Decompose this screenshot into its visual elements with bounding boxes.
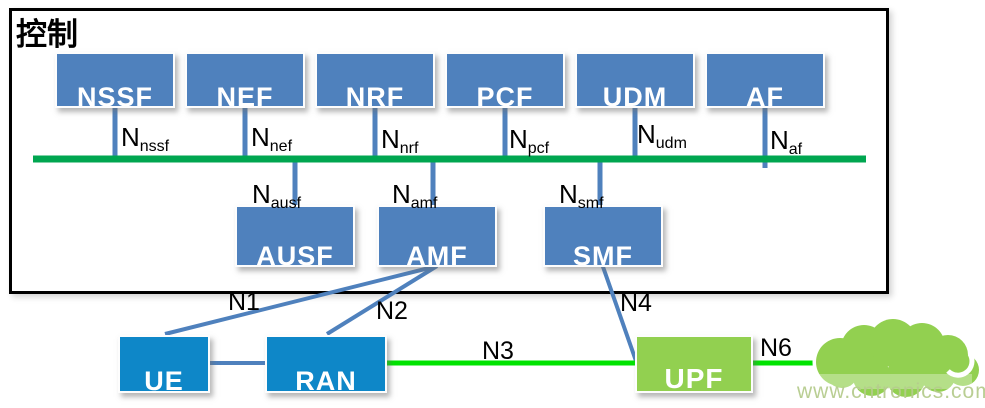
node-label: AUSF xyxy=(256,241,334,267)
node-pcf: PCF xyxy=(445,52,565,108)
node-ran: RAN xyxy=(265,335,387,393)
iface-label-amf: Namf xyxy=(392,179,438,212)
node-label: PCF xyxy=(476,82,534,108)
node-ue: UE xyxy=(118,335,210,393)
link-label-n6: N6 xyxy=(760,334,792,362)
node-smf: SMF xyxy=(543,205,663,267)
node-label: UPF xyxy=(664,363,724,393)
node-af: AF xyxy=(705,52,825,108)
link-label-n4: N4 xyxy=(620,289,652,317)
iface-label-af: Naf xyxy=(770,125,803,158)
iface-label-ausf: Nausf xyxy=(252,179,302,212)
node-label: NSSF xyxy=(76,82,153,108)
node-upf: UPF xyxy=(635,335,753,393)
node-label: SMF xyxy=(573,241,633,267)
node-label: NEF xyxy=(216,82,274,108)
node-nef: NEF xyxy=(185,52,305,108)
iface-label-udm: Nudm xyxy=(637,119,687,152)
node-label: NRF xyxy=(345,82,405,108)
iface-label-pcf: Npcf xyxy=(509,124,550,157)
node-amf: AMF xyxy=(377,205,497,267)
node-label: AMF xyxy=(406,241,468,267)
node-label: AF xyxy=(746,82,784,108)
iface-label-smf: Nsmf xyxy=(559,179,604,212)
node-udm: UDM xyxy=(575,52,695,108)
iface-label-nef: Nnef xyxy=(251,122,293,155)
node-ausf: AUSF xyxy=(235,205,355,267)
cloud-curl-detail xyxy=(946,352,975,378)
iface-label-nrf: Nnrf xyxy=(381,124,419,157)
node-nrf: NRF xyxy=(315,52,435,108)
node-nssf: NSSF xyxy=(55,52,175,108)
node-label: UDM xyxy=(602,82,668,108)
iface-label-nssf: Nnssf xyxy=(121,122,170,155)
link-label-n3: N3 xyxy=(482,337,514,365)
control-plane-frame xyxy=(9,8,889,294)
node-label: RAN xyxy=(295,366,357,393)
node-label: UE xyxy=(144,366,184,393)
watermark: www.cntronics.com xyxy=(797,380,985,403)
link-label-n1: N1 xyxy=(228,288,260,316)
control-plane-title: 控制 xyxy=(16,17,78,53)
link-label-n2: N2 xyxy=(376,297,408,325)
watermark-strip xyxy=(812,374,972,389)
